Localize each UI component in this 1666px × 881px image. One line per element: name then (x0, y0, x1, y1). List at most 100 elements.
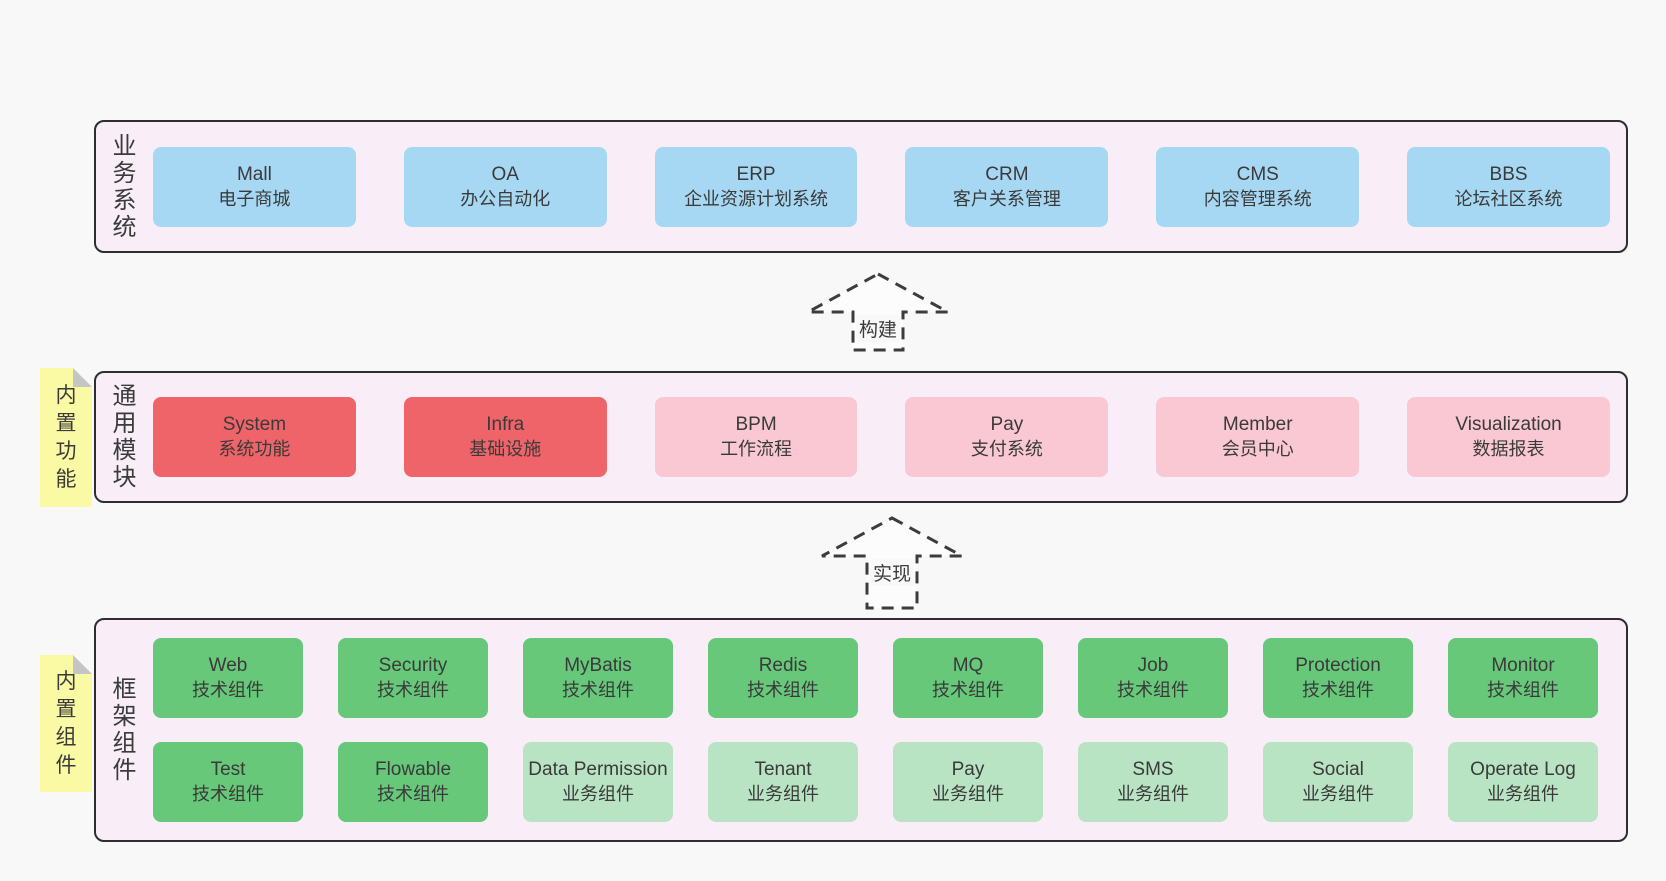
framework-components-row-1: Web 技术组件 Security 技术组件 MyBatis 技术组件 Redi… (153, 638, 1598, 718)
box-member-desc: 会员中心 (1221, 439, 1294, 459)
box-sms-desc: 业务组件 (1117, 784, 1189, 804)
box-bpm-desc: 工作流程 (720, 439, 793, 459)
box-visualization-name: Visualization (1455, 414, 1562, 435)
framework-components-title: 框架组件 (112, 676, 137, 784)
business-systems-container: 业务系统 Mall 电子商城 OA 办公自动化 ERP 企业资源计划系统 CRM… (94, 120, 1628, 253)
box-protection: Protection 技术组件 (1263, 638, 1413, 718)
box-security: Security 技术组件 (338, 638, 488, 718)
box-monitor-desc: 技术组件 (1487, 680, 1559, 700)
box-pay-module: Pay 支付系统 (905, 397, 1109, 477)
box-pay-component: Pay 业务组件 (893, 742, 1043, 822)
box-job-name: Job (1137, 655, 1169, 676)
business-systems-row: Mall 电子商城 OA 办公自动化 ERP 企业资源计划系统 CRM 客户关系… (153, 146, 1610, 227)
box-social: Social 业务组件 (1263, 742, 1413, 822)
box-job: Job 技术组件 (1078, 638, 1228, 718)
box-pay-module-name: Pay (990, 414, 1024, 435)
implement-arrow: 实现 (818, 515, 966, 611)
common-modules-title: 通用模块 (112, 383, 137, 491)
box-member: Member 会员中心 (1156, 397, 1360, 477)
business-systems-side-label: 业务系统 (96, 122, 153, 251)
box-protection-desc: 技术组件 (1302, 680, 1374, 700)
box-job-desc: 技术组件 (1117, 680, 1189, 700)
box-web-name: Web (208, 655, 248, 676)
box-oa-name: OA (491, 163, 519, 185)
box-crm-desc: 客户关系管理 (952, 188, 1061, 209)
built-in-features-note-text: 内置功能 (55, 383, 77, 491)
box-erp-desc: 企业资源计划系统 (684, 188, 829, 209)
box-redis: Redis 技术组件 (708, 638, 858, 718)
box-data-permission-name: Data Permission (528, 759, 668, 780)
box-system-name: System (222, 414, 287, 435)
box-operate-log-desc: 业务组件 (1487, 784, 1559, 804)
box-mall-name: Mall (236, 163, 272, 185)
dashed-up-arrow-icon (807, 272, 949, 352)
box-test: Test 技术组件 (153, 742, 303, 822)
box-member-name: Member (1222, 414, 1293, 435)
box-bbs-name: BBS (1489, 163, 1528, 185)
box-protection-name: Protection (1295, 655, 1381, 676)
box-mybatis: MyBatis 技术组件 (523, 638, 673, 718)
box-mq-name: MQ (952, 655, 984, 676)
common-modules-side-label: 通用模块 (96, 373, 153, 501)
box-operate-log-name: Operate Log (1470, 759, 1576, 780)
box-mq: MQ 技术组件 (893, 638, 1043, 718)
box-bpm-name: BPM (735, 414, 777, 435)
box-redis-name: Redis (758, 655, 808, 676)
box-bbs-desc: 论坛社区系统 (1454, 188, 1563, 209)
built-in-components-note-text: 内置组件 (55, 669, 77, 777)
box-security-desc: 技术组件 (377, 680, 449, 700)
box-visualization: Visualization 数据报表 (1407, 397, 1610, 477)
box-infra: Infra 基础设施 (403, 397, 607, 477)
box-mall-desc: 电子商城 (218, 188, 291, 209)
box-social-name: Social (1312, 759, 1364, 780)
box-data-permission-desc: 业务组件 (562, 784, 634, 804)
box-pay-module-desc: 支付系统 (970, 439, 1043, 459)
box-bbs: BBS 论坛社区系统 (1407, 146, 1610, 227)
box-cms-desc: 内容管理系统 (1203, 188, 1312, 209)
box-web: Web 技术组件 (153, 638, 303, 718)
built-in-features-note: 内置功能 (40, 368, 92, 507)
box-erp: ERP 企业资源计划系统 (654, 146, 858, 227)
box-web-desc: 技术组件 (192, 680, 264, 700)
box-mall: Mall 电子商城 (153, 146, 356, 227)
box-tenant: Tenant 业务组件 (708, 742, 858, 822)
box-infra-desc: 基础设施 (469, 439, 542, 459)
implement-arrow-label: 实现 (869, 559, 915, 586)
box-flowable-desc: 技术组件 (377, 784, 449, 804)
box-flowable-name: Flowable (374, 759, 452, 780)
box-test-desc: 技术组件 (192, 784, 264, 804)
build-arrow-label: 构建 (855, 315, 901, 342)
framework-components-container: 框架组件 Web 技术组件 Security 技术组件 MyBatis 技术组件… (94, 618, 1628, 842)
box-oa-desc: 办公自动化 (460, 188, 551, 209)
box-data-permission: Data Permission 业务组件 (523, 742, 673, 822)
box-mq-desc: 技术组件 (932, 680, 1004, 700)
box-crm-name: CRM (985, 163, 1029, 185)
business-systems-title: 业务系统 (112, 132, 137, 241)
box-oa: OA 办公自动化 (403, 146, 607, 227)
box-pay-component-desc: 业务组件 (932, 784, 1004, 804)
box-cms: CMS 内容管理系统 (1156, 146, 1360, 227)
box-crm: CRM 客户关系管理 (905, 146, 1109, 227)
box-social-desc: 业务组件 (1302, 784, 1374, 804)
box-mybatis-name: MyBatis (564, 655, 632, 676)
box-cms-name: CMS (1236, 163, 1279, 185)
box-security-name: Security (378, 655, 448, 676)
box-sms: SMS 业务组件 (1078, 742, 1228, 822)
box-bpm: BPM 工作流程 (654, 397, 858, 477)
framework-components-row-2: Test 技术组件 Flowable 技术组件 Data Permission … (153, 742, 1598, 822)
common-modules-container: 通用模块 System 系统功能 Infra 基础设施 BPM 工作流程 Pay… (94, 371, 1628, 503)
box-system-desc: 系统功能 (218, 439, 291, 459)
box-system: System 系统功能 (153, 397, 356, 477)
box-redis-desc: 技术组件 (747, 680, 819, 700)
box-sms-name: SMS (1132, 759, 1174, 780)
box-flowable: Flowable 技术组件 (338, 742, 488, 822)
box-pay-component-name: Pay (951, 759, 985, 780)
common-modules-row: System 系统功能 Infra 基础设施 BPM 工作流程 Pay 支付系统… (153, 397, 1610, 477)
box-operate-log: Operate Log 业务组件 (1448, 742, 1598, 822)
box-erp-name: ERP (736, 163, 776, 185)
built-in-components-note: 内置组件 (40, 655, 92, 792)
box-test-name: Test (210, 759, 246, 780)
build-arrow: 构建 (804, 271, 952, 353)
box-infra-name: Infra (486, 414, 525, 435)
box-monitor-name: Monitor (1491, 655, 1555, 676)
